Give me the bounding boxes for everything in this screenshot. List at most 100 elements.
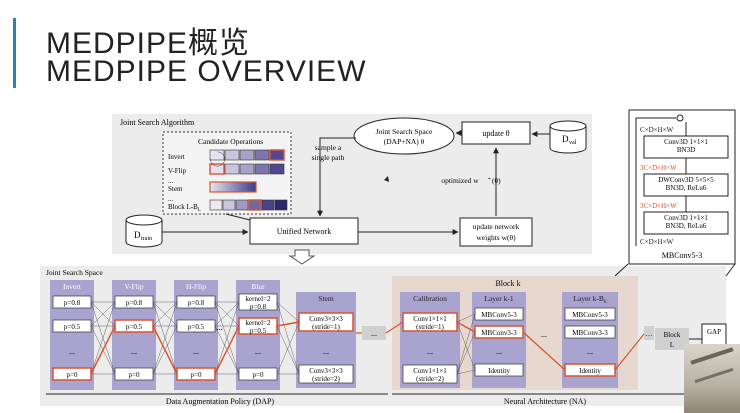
candidate-label: ...	[168, 195, 174, 203]
layer-k1-cell-label: Identity	[488, 367, 510, 375]
dap-column-title: H-Flip	[186, 282, 206, 291]
calib-connection	[456, 313, 476, 323]
ellipsis-to-calibration	[385, 321, 404, 334]
layer-kbk-cell	[564, 307, 616, 321]
candidate-label: Block L-BL	[168, 203, 201, 213]
inset-connector-right	[725, 263, 736, 277]
arrow-space-to-network	[317, 137, 356, 217]
dap-cell-label: p=0.5	[188, 323, 205, 331]
dap-ellipsis: ...	[131, 347, 137, 356]
dap-column-title: Blur	[251, 282, 265, 291]
layer-kbk-title: Layer k-Bk	[573, 294, 607, 305]
ellipsis-block-2	[644, 326, 654, 340]
inset-connector-left	[614, 263, 629, 277]
calib-selected-path	[456, 321, 476, 333]
candidate-stem-bar	[209, 181, 257, 193]
layer-kbk-cell-label: MBConv5-3	[572, 311, 608, 319]
ellipsis-block-label: ...	[371, 329, 377, 338]
candidate-cell	[235, 199, 249, 211]
candidate-operations-title: Candidate Operations	[198, 137, 263, 146]
candidate-cell	[209, 163, 225, 175]
mbconv-out-shape: C×D×H×W	[640, 238, 674, 246]
dap-cell-label: p=0.8	[64, 299, 81, 307]
calibration-cell-label: Conv1×1×1(stride=1)	[413, 315, 447, 331]
down-arrow-icon	[288, 249, 316, 265]
line-candidates-to-network	[225, 213, 251, 221]
medpipe-overview-figure: Joint Search Algorithm Candidate Operati…	[40, 109, 736, 406]
calib-connection	[456, 321, 476, 371]
ellipsis-block-2-label: …	[646, 330, 653, 338]
na-label: Neural Architecture (NA)	[504, 397, 587, 406]
calibration-ellipsis: ...	[427, 347, 433, 356]
sample-label-1: sample a	[315, 143, 342, 152]
kbk-to-next	[614, 333, 645, 371]
d-train-cylinder	[125, 214, 163, 248]
stem-selected-path	[276, 321, 300, 327]
network-columns: Invertp=0.8p=0.5...p=0V-Flipp=0.8p=0.5..…	[50, 280, 702, 390]
candidate-cell	[239, 149, 255, 161]
slide-title-chinese: MEDPIPE概览	[46, 27, 251, 60]
candidate-cell	[254, 163, 270, 175]
update-weights-box	[459, 217, 533, 247]
stem-connection	[276, 301, 300, 323]
mbconv-mid-shape-2: 3C×D×H×W	[640, 202, 677, 210]
refresh-arrow-icon	[384, 176, 389, 182]
block-l-box	[655, 328, 689, 350]
calib-connection	[456, 369, 476, 375]
joint-search-space-node	[353, 117, 455, 155]
candidate-cell	[209, 199, 223, 211]
layer-k1-cell-label: MBConv5-3	[481, 311, 517, 319]
mbconv-in-shape: C×D×H×W	[640, 126, 674, 134]
candidate-cell	[222, 199, 236, 211]
dap-cell-label: p=0.5	[126, 323, 143, 331]
calibration-title: Calibration	[413, 294, 447, 303]
layer-gap-ellipsis: ...	[541, 330, 547, 339]
optimized-star: *	[488, 177, 491, 183]
dap-cell-label: p=0	[191, 371, 202, 379]
stem-cell-label: Conv3×3×3(stride=1)	[309, 315, 343, 331]
dap-connection	[152, 301, 178, 327]
dap-cell-label: p=0	[253, 371, 264, 379]
stem-connection	[276, 321, 300, 375]
layer-kbk-ellipsis: ...	[587, 347, 593, 356]
dap-gap-ellipsis: ...	[216, 322, 223, 332]
mbconv-skip-connection	[635, 117, 676, 246]
joint-space-label-2: (DAP+NA) θ	[384, 137, 425, 146]
dap-connection	[90, 301, 116, 375]
layer-kbk-cell-label: MBConv3-3	[572, 329, 608, 337]
mbconv-name: MBConv5-3	[662, 251, 702, 260]
block-k-title: Block k	[495, 279, 520, 288]
stem-ellipsis: ...	[323, 347, 329, 356]
dap-connection	[152, 301, 178, 375]
calib-connection	[456, 313, 476, 375]
d-train-sub: train	[141, 236, 152, 242]
unified-network-box	[249, 217, 359, 245]
candidate-cell	[269, 149, 285, 161]
candidate-cell	[224, 163, 240, 175]
dap-cell-label: p=0	[67, 371, 78, 379]
gap-label: GAP	[707, 328, 721, 336]
dap-selected-path	[214, 325, 240, 375]
speaker-video-thumbnail	[684, 344, 740, 413]
stem-connection	[276, 301, 300, 375]
d-val-label: D	[562, 134, 569, 144]
slide-title-english: MEDPIPE OVERVIEW	[46, 55, 367, 88]
layer-kbk-cell	[564, 325, 616, 339]
dap-connection	[214, 301, 240, 375]
sample-label-2: single path	[312, 153, 345, 162]
dap-ellipsis: ...	[255, 347, 261, 356]
candidate-cell	[248, 199, 262, 211]
unified-network-label: Unified Network	[277, 227, 331, 236]
update-weights-label-1: update network	[473, 222, 520, 231]
joint-space-label-1: Joint Search Space	[376, 127, 433, 136]
candidate-label: ...	[168, 177, 174, 185]
dap-cell-label: p=0.5	[64, 323, 81, 331]
dap-cell-label: p=0	[129, 371, 140, 379]
dap-cell-label: p=0.8	[126, 299, 143, 307]
